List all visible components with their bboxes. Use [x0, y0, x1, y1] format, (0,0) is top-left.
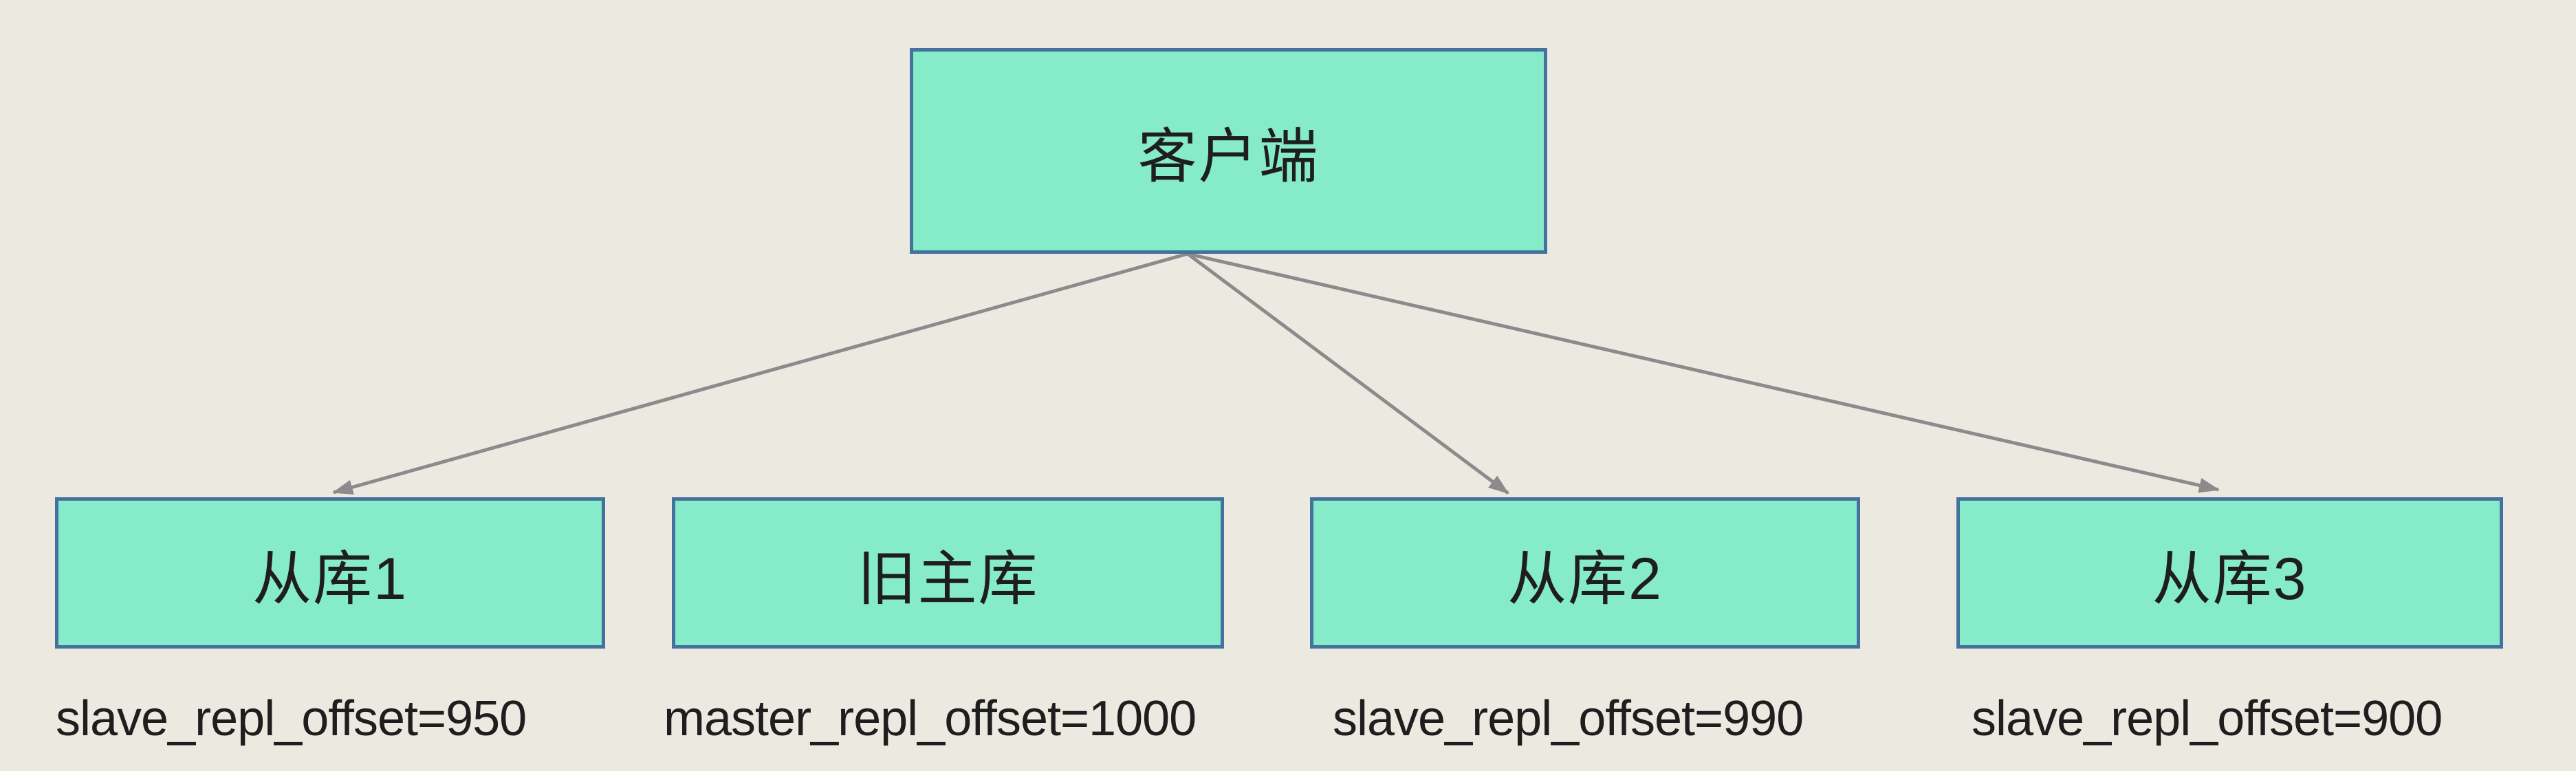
node-slave1: 从库1	[55, 497, 605, 649]
node-slave2-label: 从库2	[1507, 545, 1663, 612]
slave3-offset-label: slave_repl_offset=900	[1972, 691, 2443, 746]
node-client-label: 客户端	[1137, 124, 1320, 190]
arrow-client-to-slave2	[1186, 252, 1509, 495]
slave1-offset-label: slave_repl_offset=950	[56, 691, 527, 746]
node-slave2: 从库2	[1310, 497, 1860, 649]
slave2-offset-label: slave_repl_offset=990	[1333, 691, 1804, 746]
node-old-master: 旧主库	[672, 497, 1224, 649]
node-old-master-label: 旧主库	[857, 545, 1039, 612]
node-slave1-label: 从库1	[252, 545, 408, 612]
node-slave3: 从库3	[1956, 497, 2503, 649]
node-slave3-label: 从库3	[2152, 545, 2308, 612]
arrow-client-to-slave1	[332, 252, 1188, 495]
old-master-offset-label: master_repl_offset=1000	[664, 691, 1197, 746]
arrow-client-to-slave3	[1187, 252, 2220, 493]
node-client: 客户端	[910, 48, 1547, 254]
